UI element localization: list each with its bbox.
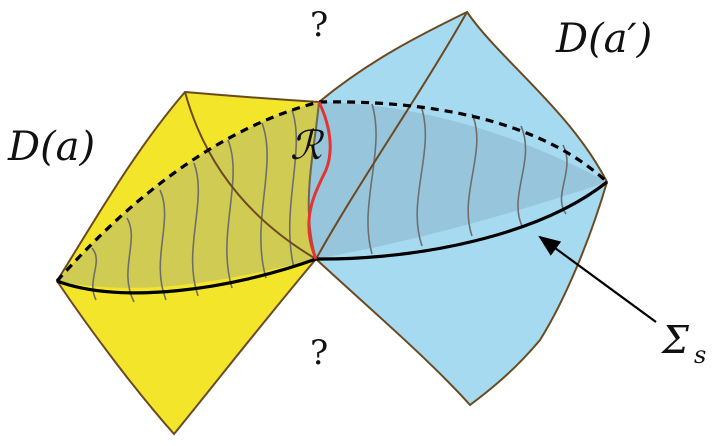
slice-lines-left — [91, 109, 298, 303]
spine-left — [184, 91, 317, 260]
boundary-curve — [307, 101, 332, 260]
slice-line — [416, 105, 427, 247]
overlap-region — [57, 102, 319, 288]
slice-line — [260, 122, 268, 279]
label-question-bottom: ? — [310, 333, 328, 373]
sigma-arrow — [538, 235, 657, 323]
label-overlap-r: ℛ — [290, 123, 325, 169]
label-question-top: ? — [310, 5, 328, 45]
label-d-a: D(a) — [7, 124, 95, 170]
slice-line — [159, 189, 167, 301]
slice-line — [367, 103, 377, 255]
slice-line — [517, 125, 527, 227]
slice-line — [226, 139, 234, 289]
surface-front-edge — [56, 180, 608, 295]
slice-lines-right — [367, 103, 568, 255]
label-sigma: Σ — [660, 318, 690, 362]
surface-shade-right — [308, 102, 607, 259]
label-sigma-subscript: s — [694, 341, 706, 369]
surface-back-edge — [55, 100, 609, 283]
label-d-a-prime: D(a′) — [555, 16, 652, 62]
slice-line — [467, 113, 478, 237]
spine-right — [315, 11, 468, 260]
slice-line — [288, 109, 298, 269]
slice-line — [191, 162, 200, 297]
slice-line — [91, 247, 97, 301]
